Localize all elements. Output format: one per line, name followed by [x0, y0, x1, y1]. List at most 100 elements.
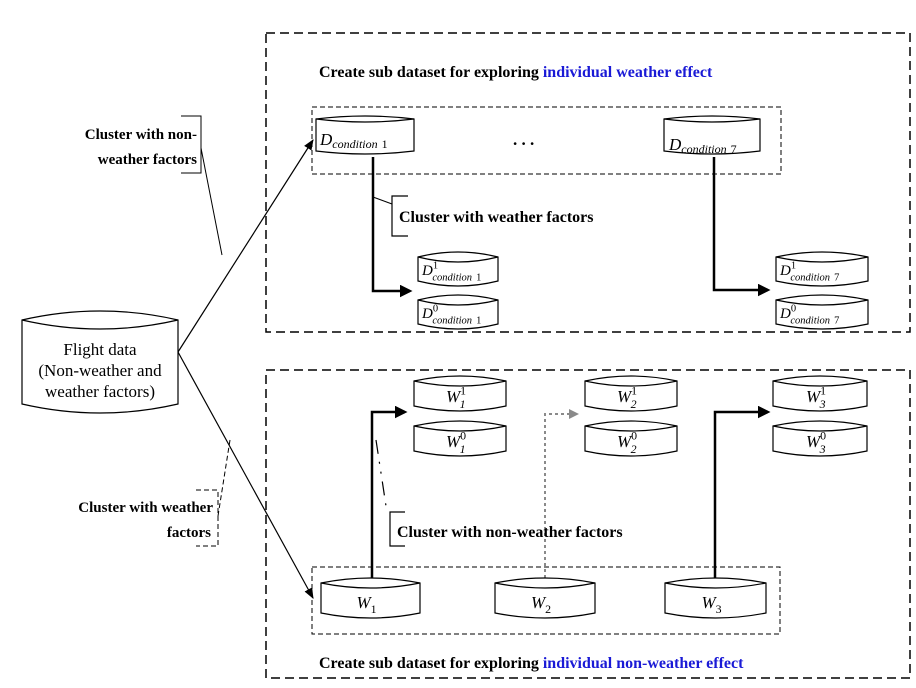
label-base: W [617, 432, 633, 451]
cond1-arrow [371, 157, 413, 298]
label-sub: 3 [819, 442, 826, 456]
label-sup: 1 [791, 260, 796, 271]
top-title-prefix: Create sub dataset for exploring [319, 64, 543, 81]
label-base: W [806, 432, 822, 451]
condition-1-node: Dcondition 1 [315, 115, 415, 155]
side-bottom-bracket [196, 489, 219, 547]
bottom-section-box [265, 369, 911, 679]
top-title-highlight: individual weather effect [543, 64, 713, 81]
label-sup: 0 [631, 428, 637, 442]
flight-line-1: Flight data [63, 340, 137, 359]
label-sup: 1 [631, 383, 637, 397]
label-num: 1 [476, 315, 481, 326]
svg-text:W13: W13 [806, 383, 826, 411]
w1-node: W1 [320, 577, 421, 619]
label-base: D [779, 306, 791, 322]
conditions-ellipsis: . . . [513, 130, 534, 149]
label-sup: 1 [820, 383, 826, 397]
label-base: D [421, 263, 433, 279]
label-sup: 0 [791, 303, 796, 314]
flight-data-node: Flight data (Non-weather and weather fac… [21, 310, 179, 414]
label-num: 1 [476, 272, 481, 283]
label-num: 7 [834, 315, 839, 326]
w2-arrow [544, 409, 579, 578]
label-sub: condition [790, 272, 830, 283]
label-sub: 2 [631, 442, 637, 456]
label-sub: condition [790, 315, 830, 326]
label-sup: 1 [433, 260, 438, 271]
svg-text:W03: W03 [806, 428, 826, 456]
label-sup: 0 [433, 303, 438, 314]
label-base: D [421, 306, 433, 322]
cond1-sub: condition [332, 137, 377, 151]
top-cluster-label: Cluster with weather factors [399, 209, 593, 226]
cond7-sub: condition [681, 142, 726, 156]
label-sub: 3 [716, 602, 722, 616]
bottom-title-prefix: Create sub dataset for exploring [319, 655, 543, 672]
bottom-title-highlight: individual non-weather effect [543, 655, 744, 672]
svg-text:W3: W3 [702, 593, 722, 616]
label-sub: 1 [371, 602, 377, 616]
bottom-cluster-bracket [389, 511, 405, 547]
svg-text:W1: W1 [357, 593, 377, 616]
side-top-line-1: Cluster with non- [85, 127, 197, 143]
side-bottom-line-1: Cluster with weather [78, 500, 213, 516]
bottom-section-title: Create sub dataset for exploring individ… [319, 655, 744, 672]
cond7-base: D [668, 135, 682, 154]
cond7-arrow [712, 157, 771, 297]
label-base: D [779, 263, 791, 279]
label-sub: 3 [819, 397, 826, 411]
label-sub: 1 [460, 397, 466, 411]
label-sub: condition [432, 272, 472, 283]
side-top-line-2: weather factors [98, 152, 197, 168]
label-sup: 0 [820, 428, 826, 442]
svg-text:W11: W11 [446, 383, 466, 411]
label-base: W [806, 387, 822, 406]
bottom-cluster-label: Cluster with non-weather factors [397, 524, 623, 541]
side-top-bracket [181, 115, 202, 174]
flight-to-top-arrow [177, 139, 314, 353]
label-sub: 2 [545, 602, 551, 616]
flight-to-bottom-arrow [177, 351, 314, 599]
label-num: 7 [834, 272, 839, 283]
svg-text:W01: W01 [446, 428, 466, 456]
label-sup: 1 [460, 383, 466, 397]
top-section-title: Create sub dataset for exploring individ… [319, 64, 713, 81]
w2-node: W2 [494, 577, 596, 619]
label-base: W [357, 593, 373, 612]
top-section-box [265, 32, 911, 333]
bottom-cluster-connector [375, 439, 387, 507]
w-group-box [311, 566, 781, 635]
top-cluster-bracket [391, 195, 408, 237]
label-base: W [702, 593, 718, 612]
flight-line-2: (Non-weather and [38, 361, 162, 380]
top-cluster-bracket-connector [372, 196, 393, 205]
label-sup: 0 [460, 428, 466, 442]
cond1-base: D [319, 130, 333, 149]
svg-text:W02: W02 [617, 428, 637, 456]
cond1-num: 1 [382, 137, 388, 151]
label-sub: 2 [631, 397, 637, 411]
label-base: W [531, 593, 547, 612]
w3-arrow [713, 405, 771, 578]
label-base: W [446, 387, 462, 406]
